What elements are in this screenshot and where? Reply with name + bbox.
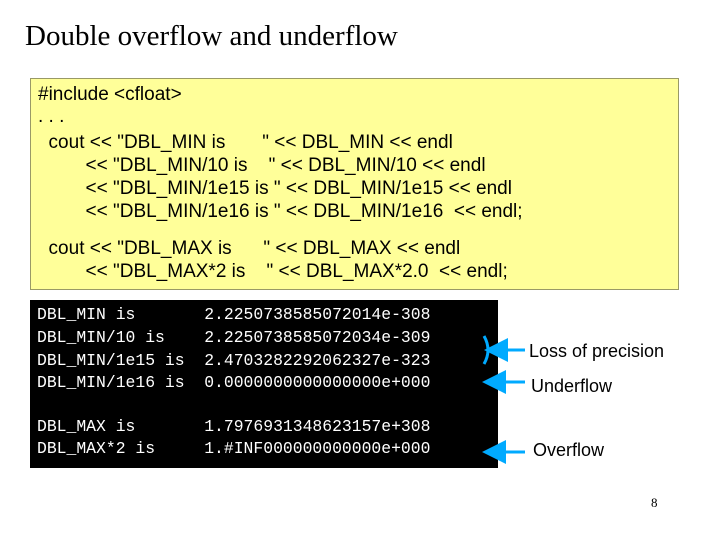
slide-title: Double overflow and underflow bbox=[25, 20, 398, 52]
output-line: DBL_MAX*2 is 1.#INF000000000000e+000 bbox=[37, 439, 431, 458]
code-line: . . . bbox=[38, 106, 65, 127]
code-line: << "DBL_MIN/1e15 is " << DBL_MIN/1e15 <<… bbox=[38, 178, 512, 199]
underflow-label: Underflow bbox=[531, 376, 613, 396]
code-line: << "DBL_MIN/10 is " << DBL_MIN/10 << end… bbox=[38, 155, 486, 176]
overflow-label: Overflow bbox=[533, 440, 605, 460]
precision-bracket bbox=[482, 335, 490, 365]
output-line: DBL_MIN/10 is 2.2250738585072034e-309 bbox=[37, 328, 431, 347]
code-line: #include <cfloat> bbox=[38, 84, 182, 105]
console-output: DBL_MIN is 2.2250738585072014e-308 DBL_M… bbox=[30, 300, 498, 468]
page-number: 8 bbox=[651, 495, 658, 510]
code-block: #include <cfloat> . . . cout << "DBL_MIN… bbox=[30, 78, 679, 290]
code-line: << "DBL_MIN/1e16 is " << DBL_MIN/1e16 <<… bbox=[38, 201, 523, 222]
output-line: DBL_MIN is 2.2250738585072014e-308 bbox=[37, 305, 431, 324]
output-line: DBL_MIN/1e16 is 0.0000000000000000e+000 bbox=[37, 373, 431, 392]
code-line: << "DBL_MAX*2 is " << DBL_MAX*2.0 << end… bbox=[38, 261, 508, 282]
output-line: DBL_MAX is 1.7976931348623157e+308 bbox=[37, 417, 431, 436]
code-line: cout << "DBL_MIN is " << DBL_MIN << endl bbox=[38, 132, 453, 153]
loss-of-precision-label: Loss of precision bbox=[529, 341, 665, 361]
output-line: DBL_MIN/1e15 is 2.4703282292062327e-323 bbox=[37, 351, 431, 370]
code-line: cout << "DBL_MAX is " << DBL_MAX << endl bbox=[38, 238, 461, 259]
